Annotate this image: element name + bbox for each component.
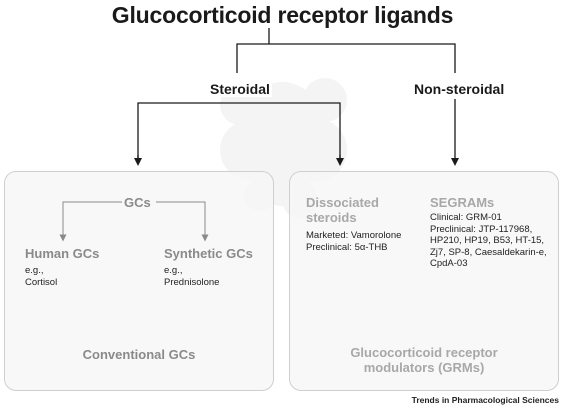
- grms-box: [289, 171, 559, 391]
- human-gcs-title: Human GCs: [25, 246, 100, 261]
- diagram-title: Glucocorticoid receptor ligands: [111, 2, 454, 28]
- grms-label: Glucocorticoid receptor modulators (GRMs…: [350, 345, 498, 375]
- gcs-label: GCs: [124, 195, 151, 210]
- journal-footer: Trends in Pharmacological Sciences: [411, 395, 559, 405]
- dissociated-steroids-title: Dissociated steroids: [306, 195, 379, 225]
- dissociated-steroids-text: Marketed: Vamorolone Preclinical: 5α-THB: [306, 230, 402, 253]
- non-steroidal-label: Non-steroidal: [414, 81, 505, 97]
- segrams-text: Clinical: GRM-01 Preclinical: JTP-117968…: [430, 212, 547, 269]
- synthetic-gcs-example: e.g., Prednisolone: [164, 265, 220, 288]
- steroidal-arrows: [137, 102, 341, 160]
- human-gcs-example: e.g., Cortisol: [25, 265, 58, 288]
- steroidal-label: Steroidal: [208, 81, 272, 97]
- gcs-split-lines: [62, 201, 206, 235]
- branch-connector: [236, 43, 456, 73]
- conventional-gcs-box: [4, 171, 274, 391]
- segrams-title: SEGRAMs: [430, 195, 495, 210]
- conventional-gcs-label: Conventional GCs: [82, 347, 196, 362]
- synthetic-gcs-title: Synthetic GCs: [164, 246, 253, 261]
